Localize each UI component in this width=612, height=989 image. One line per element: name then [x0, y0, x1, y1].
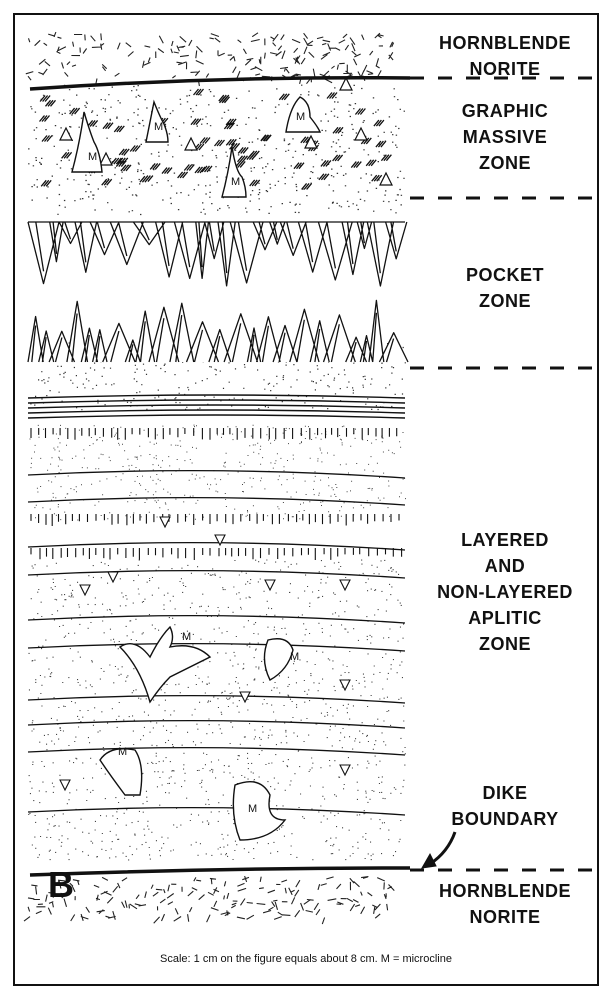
layer-boundary [28, 543, 405, 550]
feldspar-crystal [355, 128, 367, 140]
banding-line [28, 400, 405, 403]
microcline-label: M [118, 746, 127, 758]
banding-line [28, 405, 405, 408]
microcline-bleb [264, 639, 293, 680]
layer-boundary [28, 644, 405, 651]
layer-boundary [28, 571, 405, 578]
feldspar-crystal [265, 580, 275, 590]
microcline-bleb [233, 782, 285, 840]
feldspar-crystal [340, 580, 350, 590]
microcline-label: M [182, 631, 191, 643]
panel-letter: B [48, 864, 74, 906]
layer-boundary [28, 808, 405, 815]
pocket-crystals-upper [28, 222, 407, 286]
feldspar-crystal [60, 128, 72, 140]
banding-line [28, 415, 405, 418]
comb-layer [31, 514, 399, 526]
microcline-label: M [296, 111, 305, 123]
norite-texture-bottom [24, 876, 394, 924]
layer-boundary [28, 616, 405, 623]
microcline-bleb [222, 147, 246, 197]
feldspar-crystal [108, 572, 118, 582]
microcline-label: M [88, 151, 97, 163]
layer-boundary [28, 721, 405, 728]
banding-line [28, 395, 405, 398]
comb-layer [31, 548, 402, 560]
boundary-arrow [430, 832, 455, 864]
aplite-stipple-lower [28, 560, 406, 860]
layer-boundary [28, 748, 405, 755]
feldspar-crystal [340, 78, 352, 90]
pocket-crystals-lower [28, 300, 408, 362]
figure-caption: Scale: 1 cm on the figure equals about 8… [0, 953, 612, 965]
microcline-label: M [231, 176, 240, 188]
feldspar-crystal [80, 585, 90, 595]
feldspar-crystal [60, 780, 70, 790]
feldspar-crystal [380, 173, 392, 185]
boundary-arrowhead [422, 854, 436, 868]
feldspar-crystal [340, 680, 350, 690]
layer-boundary [28, 471, 405, 478]
contact-line-top [30, 78, 410, 89]
feldspar-crystal [185, 138, 197, 150]
feldspar-crystal [160, 517, 170, 527]
layer-boundary [28, 498, 405, 505]
microcline-label: M [290, 651, 299, 663]
banding-line [28, 410, 405, 413]
microcline-label: M [154, 121, 163, 133]
feldspar-crystal [340, 765, 350, 775]
feldspar-crystal [215, 535, 225, 545]
contact-line-bottom [30, 868, 410, 875]
feldspar-crystal [240, 692, 250, 702]
microcline-label: M [248, 803, 257, 815]
layer-boundary [28, 696, 405, 703]
comb-layer [31, 428, 397, 440]
